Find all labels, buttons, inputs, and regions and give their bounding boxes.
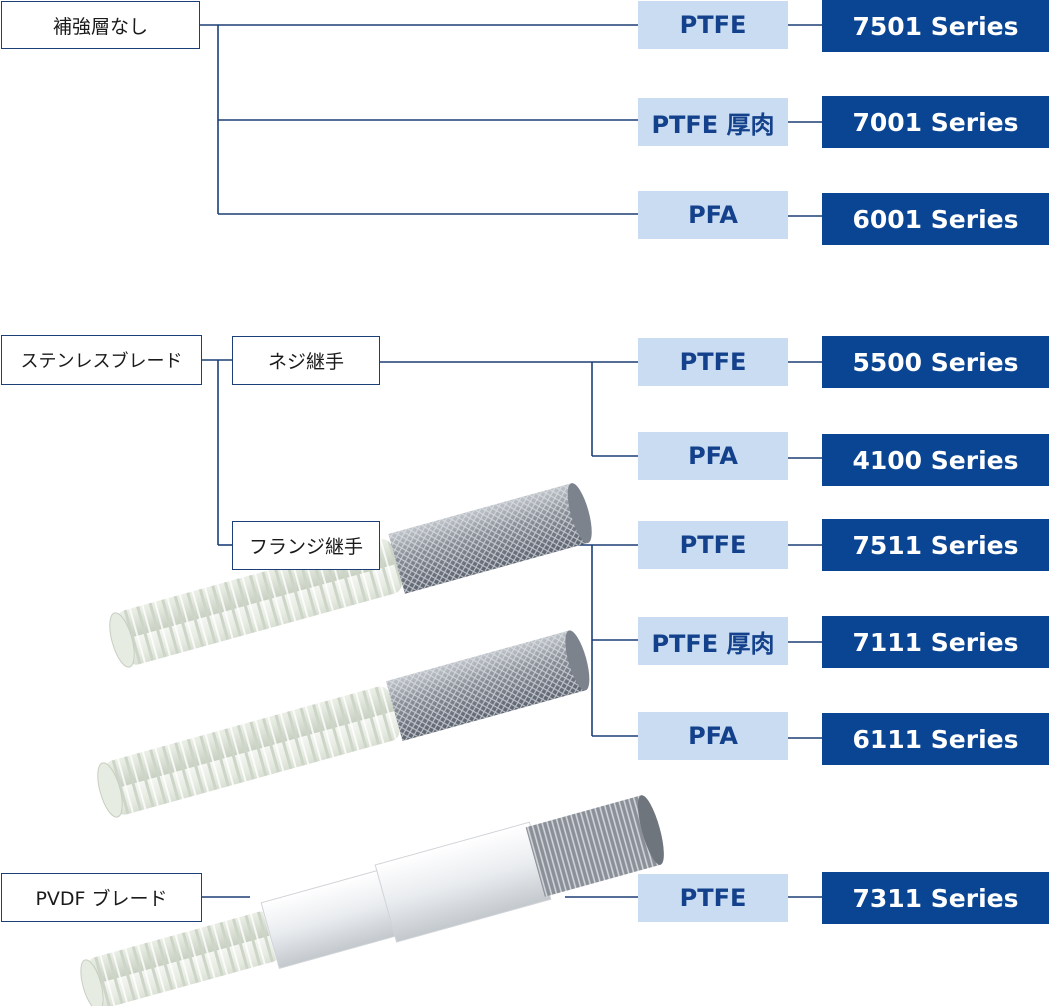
material-label: PFA [638,432,788,480]
material-label: PTFE 厚肉 [638,98,788,146]
category-stainless-braid: ステンレスブレード [1,335,202,385]
series-label[interactable]: 6001 Series [822,193,1049,245]
material-label: PTFE 厚肉 [638,617,788,665]
category-pvdf-braid: PVDF ブレード [1,873,202,922]
material-label: PFA [638,191,788,239]
series-label[interactable]: 7511 Series [822,519,1049,571]
series-label[interactable]: 7001 Series [822,96,1049,148]
material-label: PTFE [638,874,788,922]
series-label[interactable]: 7111 Series [822,616,1049,668]
material-label: PTFE [638,521,788,569]
material-label: PTFE [638,338,788,386]
series-label[interactable]: 6111 Series [822,713,1049,765]
series-label[interactable]: 7311 Series [822,872,1049,924]
hose-image-1 [109,483,592,668]
series-label[interactable]: 5500 Series [822,336,1049,388]
material-label: PTFE [638,1,788,49]
hose-image-2 [97,630,590,818]
category-no-reinforcement: 補強層なし [1,1,200,49]
subcategory-screw-fitting: ネジ継手 [232,336,380,385]
subcategory-flange-fitting: フランジ継手 [232,521,380,570]
material-label: PFA [638,712,788,760]
series-label[interactable]: 4100 Series [822,434,1049,486]
hose-image-3 [80,795,664,1006]
series-label[interactable]: 7501 Series [822,0,1049,52]
